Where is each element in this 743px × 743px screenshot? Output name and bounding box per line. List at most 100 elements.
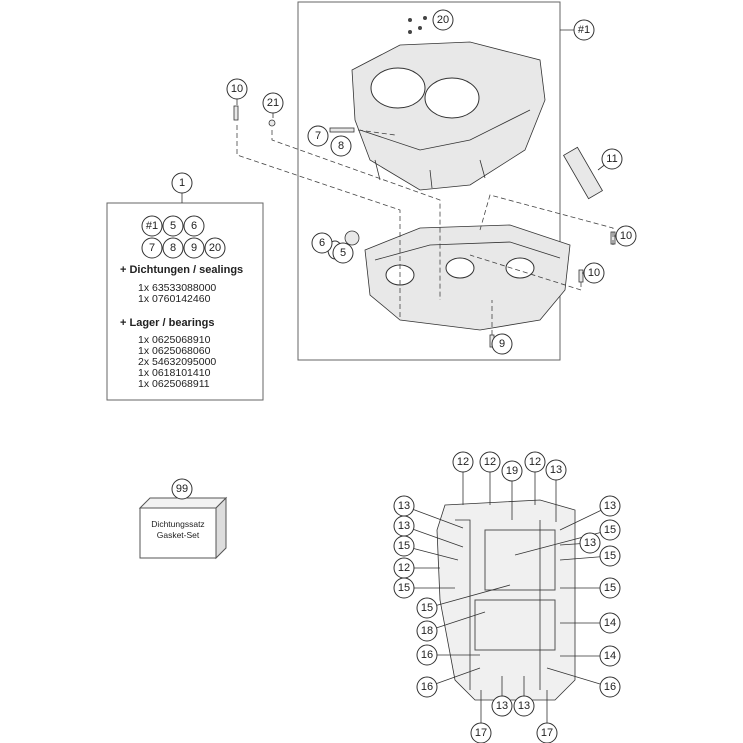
callout-number: 10 bbox=[620, 230, 632, 242]
bearing-item: 1x 0618101410 bbox=[138, 367, 211, 379]
callout-5: 5 bbox=[162, 215, 184, 237]
callout-hash1: #1 bbox=[573, 19, 595, 41]
callout-8: 8 bbox=[162, 237, 184, 259]
callout-6: 6 bbox=[183, 215, 205, 237]
crankcase-bottom-view-drawing bbox=[436, 499, 576, 701]
callout-number: 14 bbox=[604, 617, 616, 629]
callout-number: 8 bbox=[338, 140, 344, 152]
callout-number: 9 bbox=[191, 242, 197, 254]
callout-16: 16 bbox=[416, 644, 438, 666]
callout-number: 8 bbox=[170, 242, 176, 254]
callout-12: 12 bbox=[524, 451, 546, 473]
callout-number: 13 bbox=[496, 700, 508, 712]
callout-12: 12 bbox=[452, 451, 474, 473]
callout-15: 15 bbox=[599, 545, 621, 567]
callout-16: 16 bbox=[599, 676, 621, 698]
callout-number: 15 bbox=[421, 602, 433, 614]
callout-19: 19 bbox=[501, 460, 523, 482]
callout-number: 20 bbox=[209, 242, 221, 254]
callout-number: 6 bbox=[319, 237, 325, 249]
callout-13: 13 bbox=[599, 495, 621, 517]
callout-15: 15 bbox=[416, 597, 438, 619]
callout-12: 12 bbox=[479, 451, 501, 473]
callout-15: 15 bbox=[599, 519, 621, 541]
leader-line bbox=[546, 667, 611, 688]
pipe-11 bbox=[563, 146, 603, 200]
callout-number: 12 bbox=[484, 456, 496, 468]
callout-7: 7 bbox=[307, 125, 329, 147]
callout-16: 16 bbox=[416, 676, 438, 698]
callout-number: 15 bbox=[398, 540, 410, 552]
callout-number: 16 bbox=[421, 649, 433, 661]
callout-number: 20 bbox=[437, 14, 449, 26]
callout-number: 12 bbox=[457, 456, 469, 468]
pin-21 bbox=[268, 119, 276, 127]
callout-number: 21 bbox=[267, 97, 279, 109]
callout-1: 1 bbox=[171, 172, 193, 194]
callout-number: 13 bbox=[604, 500, 616, 512]
bearing-item: 1x 0625068910 bbox=[138, 334, 211, 346]
callout-99: 99 bbox=[171, 478, 193, 500]
leader-line bbox=[426, 584, 511, 609]
callout-number: 17 bbox=[475, 727, 487, 739]
callout-number: 5 bbox=[170, 220, 176, 232]
gasket-set-box bbox=[138, 496, 228, 560]
callout-number: 1 bbox=[179, 177, 185, 189]
callout-12: 12 bbox=[393, 557, 415, 579]
callout-hash1: #1 bbox=[141, 215, 163, 237]
sealings-heading: + Dichtungen / sealings bbox=[120, 264, 244, 276]
callout-13: 13 bbox=[393, 515, 415, 537]
bolt-7 bbox=[329, 127, 355, 133]
callout-5: 5 bbox=[332, 242, 354, 264]
callout-13: 13 bbox=[393, 495, 415, 517]
bolt-10 bbox=[233, 105, 239, 121]
seal-5 bbox=[344, 230, 360, 246]
callout-8: 8 bbox=[330, 135, 352, 157]
callout-17: 17 bbox=[470, 722, 492, 743]
callout-number: 13 bbox=[584, 537, 596, 549]
callout-number: 13 bbox=[518, 700, 530, 712]
callout-21: 21 bbox=[262, 92, 284, 114]
callout-number: 9 bbox=[499, 338, 505, 350]
bearing-item: 1x 0625068060 bbox=[138, 345, 211, 357]
callout-number: 6 bbox=[191, 220, 197, 232]
gasket-set-label-de: Dichtungssatz bbox=[151, 519, 205, 529]
callout-number: 13 bbox=[550, 464, 562, 476]
callout-number: 7 bbox=[315, 130, 321, 142]
callout-number: 18 bbox=[421, 625, 433, 637]
callout-number: 7 bbox=[149, 242, 155, 254]
gasket-set-label-en: Gasket-Set bbox=[156, 530, 200, 540]
callout-number: 13 bbox=[398, 520, 410, 532]
callout-10: 10 bbox=[615, 225, 637, 247]
callout-number: 15 bbox=[604, 524, 616, 536]
callout-13: 13 bbox=[491, 695, 513, 717]
callout-17: 17 bbox=[536, 722, 558, 743]
callout-number: 12 bbox=[529, 456, 541, 468]
callout-9: 9 bbox=[183, 237, 205, 259]
callout-number: 99 bbox=[176, 483, 188, 495]
callout-9: 9 bbox=[491, 333, 513, 355]
callout-15: 15 bbox=[393, 535, 415, 557]
assembly-lines bbox=[236, 125, 614, 335]
callout-10: 10 bbox=[583, 262, 605, 284]
callout-number: 15 bbox=[398, 582, 410, 594]
callout-number: 14 bbox=[604, 650, 616, 662]
callout-number: 10 bbox=[231, 83, 243, 95]
bearings-heading: + Lager / bearings bbox=[120, 317, 215, 329]
callout-14: 14 bbox=[599, 612, 621, 634]
callout-11: 11 bbox=[601, 148, 623, 170]
callout-7: 7 bbox=[141, 237, 163, 259]
lower-crankcase-drawing bbox=[364, 224, 571, 331]
bearing-item: 2x 54632095000 bbox=[138, 356, 217, 368]
callout-13: 13 bbox=[513, 695, 535, 717]
callout-15: 15 bbox=[599, 577, 621, 599]
callout-number: 17 bbox=[541, 727, 553, 739]
upper-crankcase-drawing bbox=[351, 41, 546, 191]
callout-number: 10 bbox=[588, 267, 600, 279]
callout-number: #1 bbox=[578, 24, 590, 36]
callout-number: #1 bbox=[146, 220, 158, 232]
kit-box bbox=[106, 202, 264, 401]
assembly-frame bbox=[297, 1, 561, 361]
callout-number: 13 bbox=[398, 500, 410, 512]
